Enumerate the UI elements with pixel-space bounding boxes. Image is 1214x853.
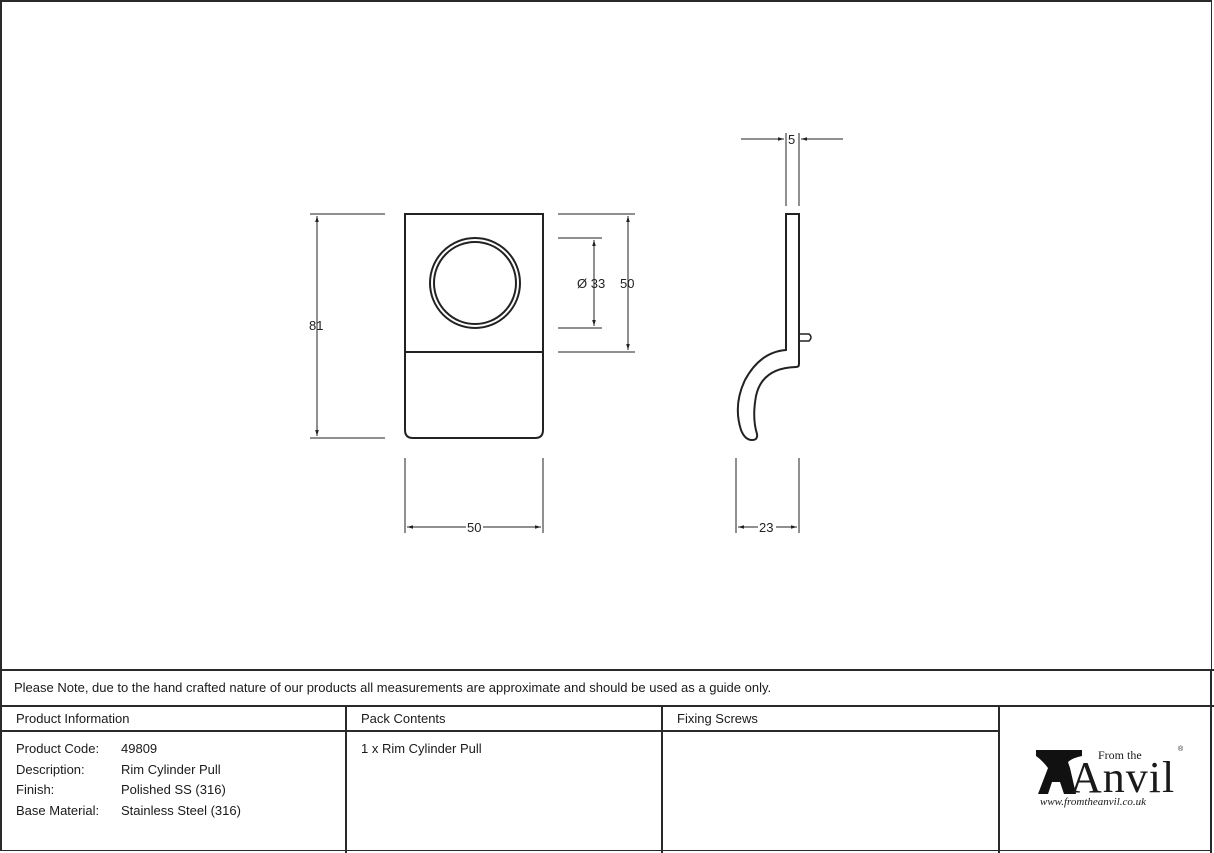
base-material-value: Stainless Steel (316) xyxy=(121,803,241,818)
product-code-value: 49809 xyxy=(121,741,158,756)
logo-url: www.fromtheanvil.co.uk xyxy=(1040,796,1147,808)
divider xyxy=(0,730,1000,732)
base-material-label: Base Material: xyxy=(16,803,100,818)
description-label: Description: xyxy=(16,762,85,777)
divider xyxy=(1210,669,1212,853)
header-pack-contents: Pack Contents xyxy=(361,711,446,726)
dim-upper-height: 50 xyxy=(620,276,634,291)
header-product-information: Product Information xyxy=(16,711,130,726)
disclaimer-note: Please Note, due to the hand crafted nat… xyxy=(14,680,772,695)
drawing-canvas: 81 50 Ø 33 50 5 23 xyxy=(309,132,843,535)
product-code-label: Product Code: xyxy=(16,741,100,756)
logo-anvil: Anvil xyxy=(1070,753,1176,802)
finish-label: Finish: xyxy=(16,782,55,797)
divider xyxy=(0,705,1214,707)
side-view xyxy=(735,133,843,533)
brand-logo: From the Anvil ® www.fromtheanvil.co.uk xyxy=(1030,742,1190,812)
technical-drawing: 81 50 Ø 33 50 5 23 xyxy=(309,132,843,535)
divider xyxy=(661,705,663,853)
divider xyxy=(998,705,1000,853)
dim-thickness: 5 xyxy=(788,132,795,147)
divider xyxy=(345,705,347,853)
dim-hole-diameter: Ø 33 xyxy=(577,276,605,291)
front-view xyxy=(310,213,635,533)
description-value: Rim Cylinder Pull xyxy=(121,762,221,777)
logo-from-the: From the xyxy=(1098,748,1142,762)
divider xyxy=(0,669,1214,671)
finish-value: Polished SS (316) xyxy=(121,782,226,797)
pack-contents-item: 1 x Rim Cylinder Pull xyxy=(361,741,482,756)
dim-width: 50 xyxy=(467,520,481,535)
dim-depth: 23 xyxy=(759,520,773,535)
registered-mark: ® xyxy=(1178,746,1184,753)
header-fixing-screws: Fixing Screws xyxy=(677,711,758,726)
anvil-icon xyxy=(1036,750,1082,794)
dim-height: 81 xyxy=(309,318,323,333)
